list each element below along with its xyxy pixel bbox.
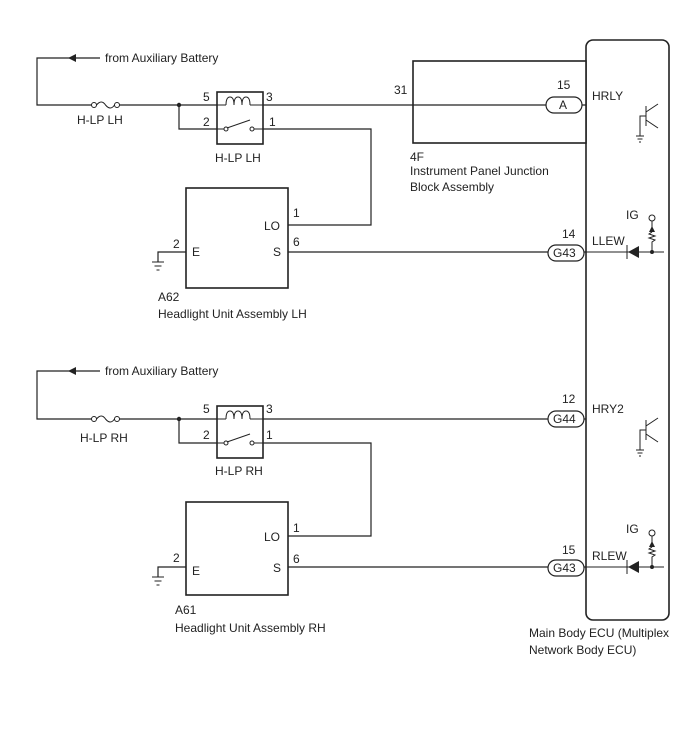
from-battery-label-upper: from Auxiliary Battery [105,51,218,65]
relay-lh-pin1: 1 [269,115,276,129]
ecu-name-line1: Main Body ECU (Multiplex [529,626,669,640]
ground-icon [152,261,164,271]
ecu-box [585,39,670,621]
relay-lh-label: H-LP LH [215,151,261,165]
junction-dot [650,565,654,569]
jb-name-line2: Block Assembly [410,180,494,194]
unit-rh-name: Headlight Unit Assembly RH [175,621,326,635]
wire-ground-lh [157,251,186,262]
relay-lh-box [216,91,264,145]
from-battery-label-lower: from Auxiliary Battery [105,364,218,378]
unit-lh-pin6: 6 [293,235,300,249]
wire-relay-rh-pin1-to-lo [263,442,372,537]
unit-rh-pin2: 2 [173,551,180,565]
unit-lh-s: S [273,245,281,259]
unit-lh-lo: LO [264,219,280,233]
relay-switch-icon [217,119,263,132]
ig-label-lower: IG [626,522,639,536]
junction-dot [650,250,654,254]
fuse-lh-label: H-LP LH [77,113,123,127]
relay-coil-icon [217,96,263,106]
connector-g44-pin: 12 [562,392,576,406]
signal-hry2: HRY2 [592,402,624,416]
unit-lh-name: Headlight Unit Assembly LH [158,307,307,321]
unit-rh-s: S [273,561,281,575]
unit-lh-pin1: 1 [293,206,300,220]
unit-rh-e: E [192,564,200,578]
relay-rh-pin1: 1 [266,428,273,442]
headlight-unit-lh-box [185,187,289,289]
connector-g44 [547,410,585,428]
battery-feed-lh [36,57,100,106]
connector-a-label: A [559,98,567,112]
relay-lh-pin3: 3 [266,90,273,104]
relay-rh-pin5: 5 [203,402,210,416]
ig-pullup-icon [647,214,657,252]
connector-g43-upper [547,244,585,262]
unit-rh-pin6: 6 [293,552,300,566]
fuse-rh-icon [91,415,120,423]
ig-pullup-icon [647,529,657,567]
jb-pin-31: 31 [394,83,408,97]
ig-label-upper: IG [626,208,639,222]
relay-rh-box [216,405,264,459]
headlight-unit-rh-box [185,501,289,596]
unit-rh-pin1: 1 [293,521,300,535]
unit-lh-pin2: 2 [173,237,180,251]
transistor-icon [636,417,659,457]
connector-a-pin: 15 [557,78,571,92]
arrow-icon [68,367,76,375]
connector-g43-lower [547,559,585,577]
wire-ground-rh [157,566,186,577]
relay-rh-pin3: 3 [266,402,273,416]
unit-rh-code: A61 [175,603,197,617]
relay-rh-label: H-LP RH [215,464,263,478]
arrow-icon [68,54,76,62]
signal-hrly: HRLY [592,89,623,103]
jb-name-line1: Instrument Panel Junction [410,164,549,178]
wire-relay-lh-pin2 [178,105,217,130]
connector-g43-upper-pin: 14 [562,227,576,241]
relay-switch-icon [217,433,263,446]
signal-rlew: RLEW [592,549,627,563]
relay-lh-pin5: 5 [203,90,210,104]
connector-g43-lower-label: G43 [553,561,576,575]
unit-lh-code: A62 [158,290,180,304]
ground-icon [152,576,164,586]
unit-lh-e: E [192,245,200,259]
fuse-rh-label: H-LP RH [80,431,128,445]
battery-feed-rh [36,370,100,420]
signal-llew: LLEW [592,234,625,248]
connector-g43-upper-label: G43 [553,246,576,260]
relay-rh-pin2: 2 [203,428,210,442]
relay-lh-pin2: 2 [203,115,210,129]
wire-relay-rh-pin2 [178,419,217,444]
ecu-name-line2: Network Body ECU) [529,643,636,657]
unit-rh-lo: LO [264,530,280,544]
connector-g44-label: G44 [553,412,576,426]
connector-a [545,96,583,114]
connector-g43-lower-pin: 15 [562,543,576,557]
fuse-lh-icon [91,101,120,109]
transistor-icon [636,103,659,143]
jb-code: 4F [410,150,424,164]
wire-relay-lh-pin1-to-lo [263,128,372,226]
relay-coil-icon [217,410,263,420]
